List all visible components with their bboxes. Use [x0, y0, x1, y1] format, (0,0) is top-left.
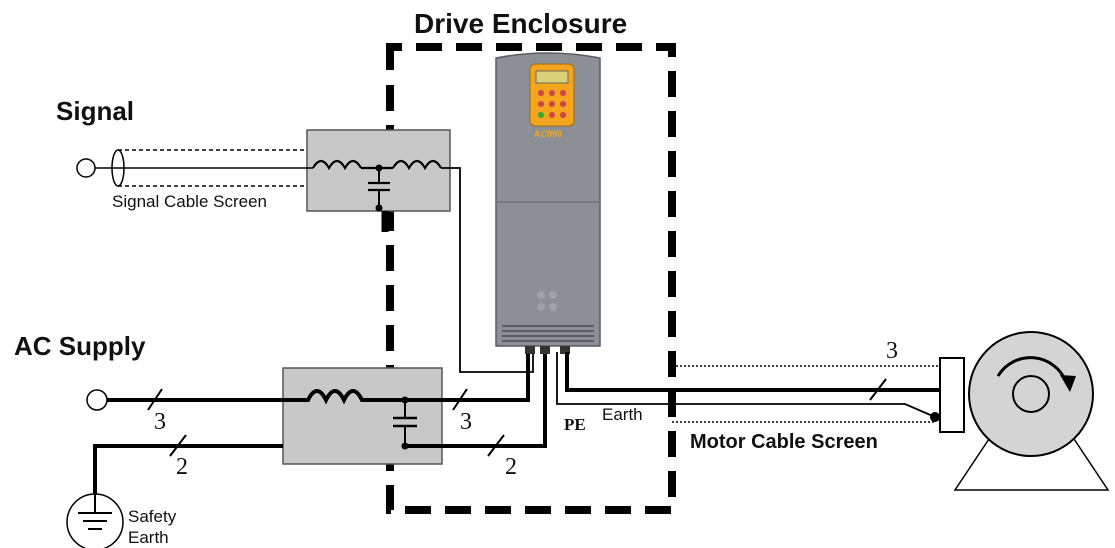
safety-earth-label-1: Safety [128, 507, 177, 526]
motor-symbol [939, 331, 1110, 491]
motor-phase-count: 3 [886, 338, 898, 364]
supply-wiring [86, 352, 547, 502]
drive-earth-count: 2 [505, 454, 517, 480]
earth-label: Earth [602, 405, 643, 424]
safety-earth-label-2: Earth [128, 528, 169, 547]
supply-filter-box [282, 367, 443, 465]
motor-wiring [556, 352, 940, 423]
drive-enclosure-boundary [386, 43, 676, 514]
signal-cable-screen-label: Signal Cable Screen [112, 192, 267, 211]
supply-earth-count: 2 [176, 454, 188, 480]
supply-phase-count: 3 [154, 409, 166, 435]
ac-drive-unit [495, 52, 601, 354]
signal-filter-box [306, 129, 451, 212]
drive-enclosure-label: Drive Enclosure [414, 8, 628, 39]
safety-earth-symbol [66, 493, 124, 548]
drive-phase-count: 3 [460, 409, 472, 435]
motor-cable-screen-label: Motor Cable Screen [690, 431, 878, 453]
drive-logo: AC890 [534, 129, 563, 139]
pe-label: PE [564, 415, 586, 434]
signal-cable [76, 149, 534, 373]
ac-supply-label: AC Supply [14, 331, 146, 361]
signal-label: Signal [56, 96, 135, 126]
